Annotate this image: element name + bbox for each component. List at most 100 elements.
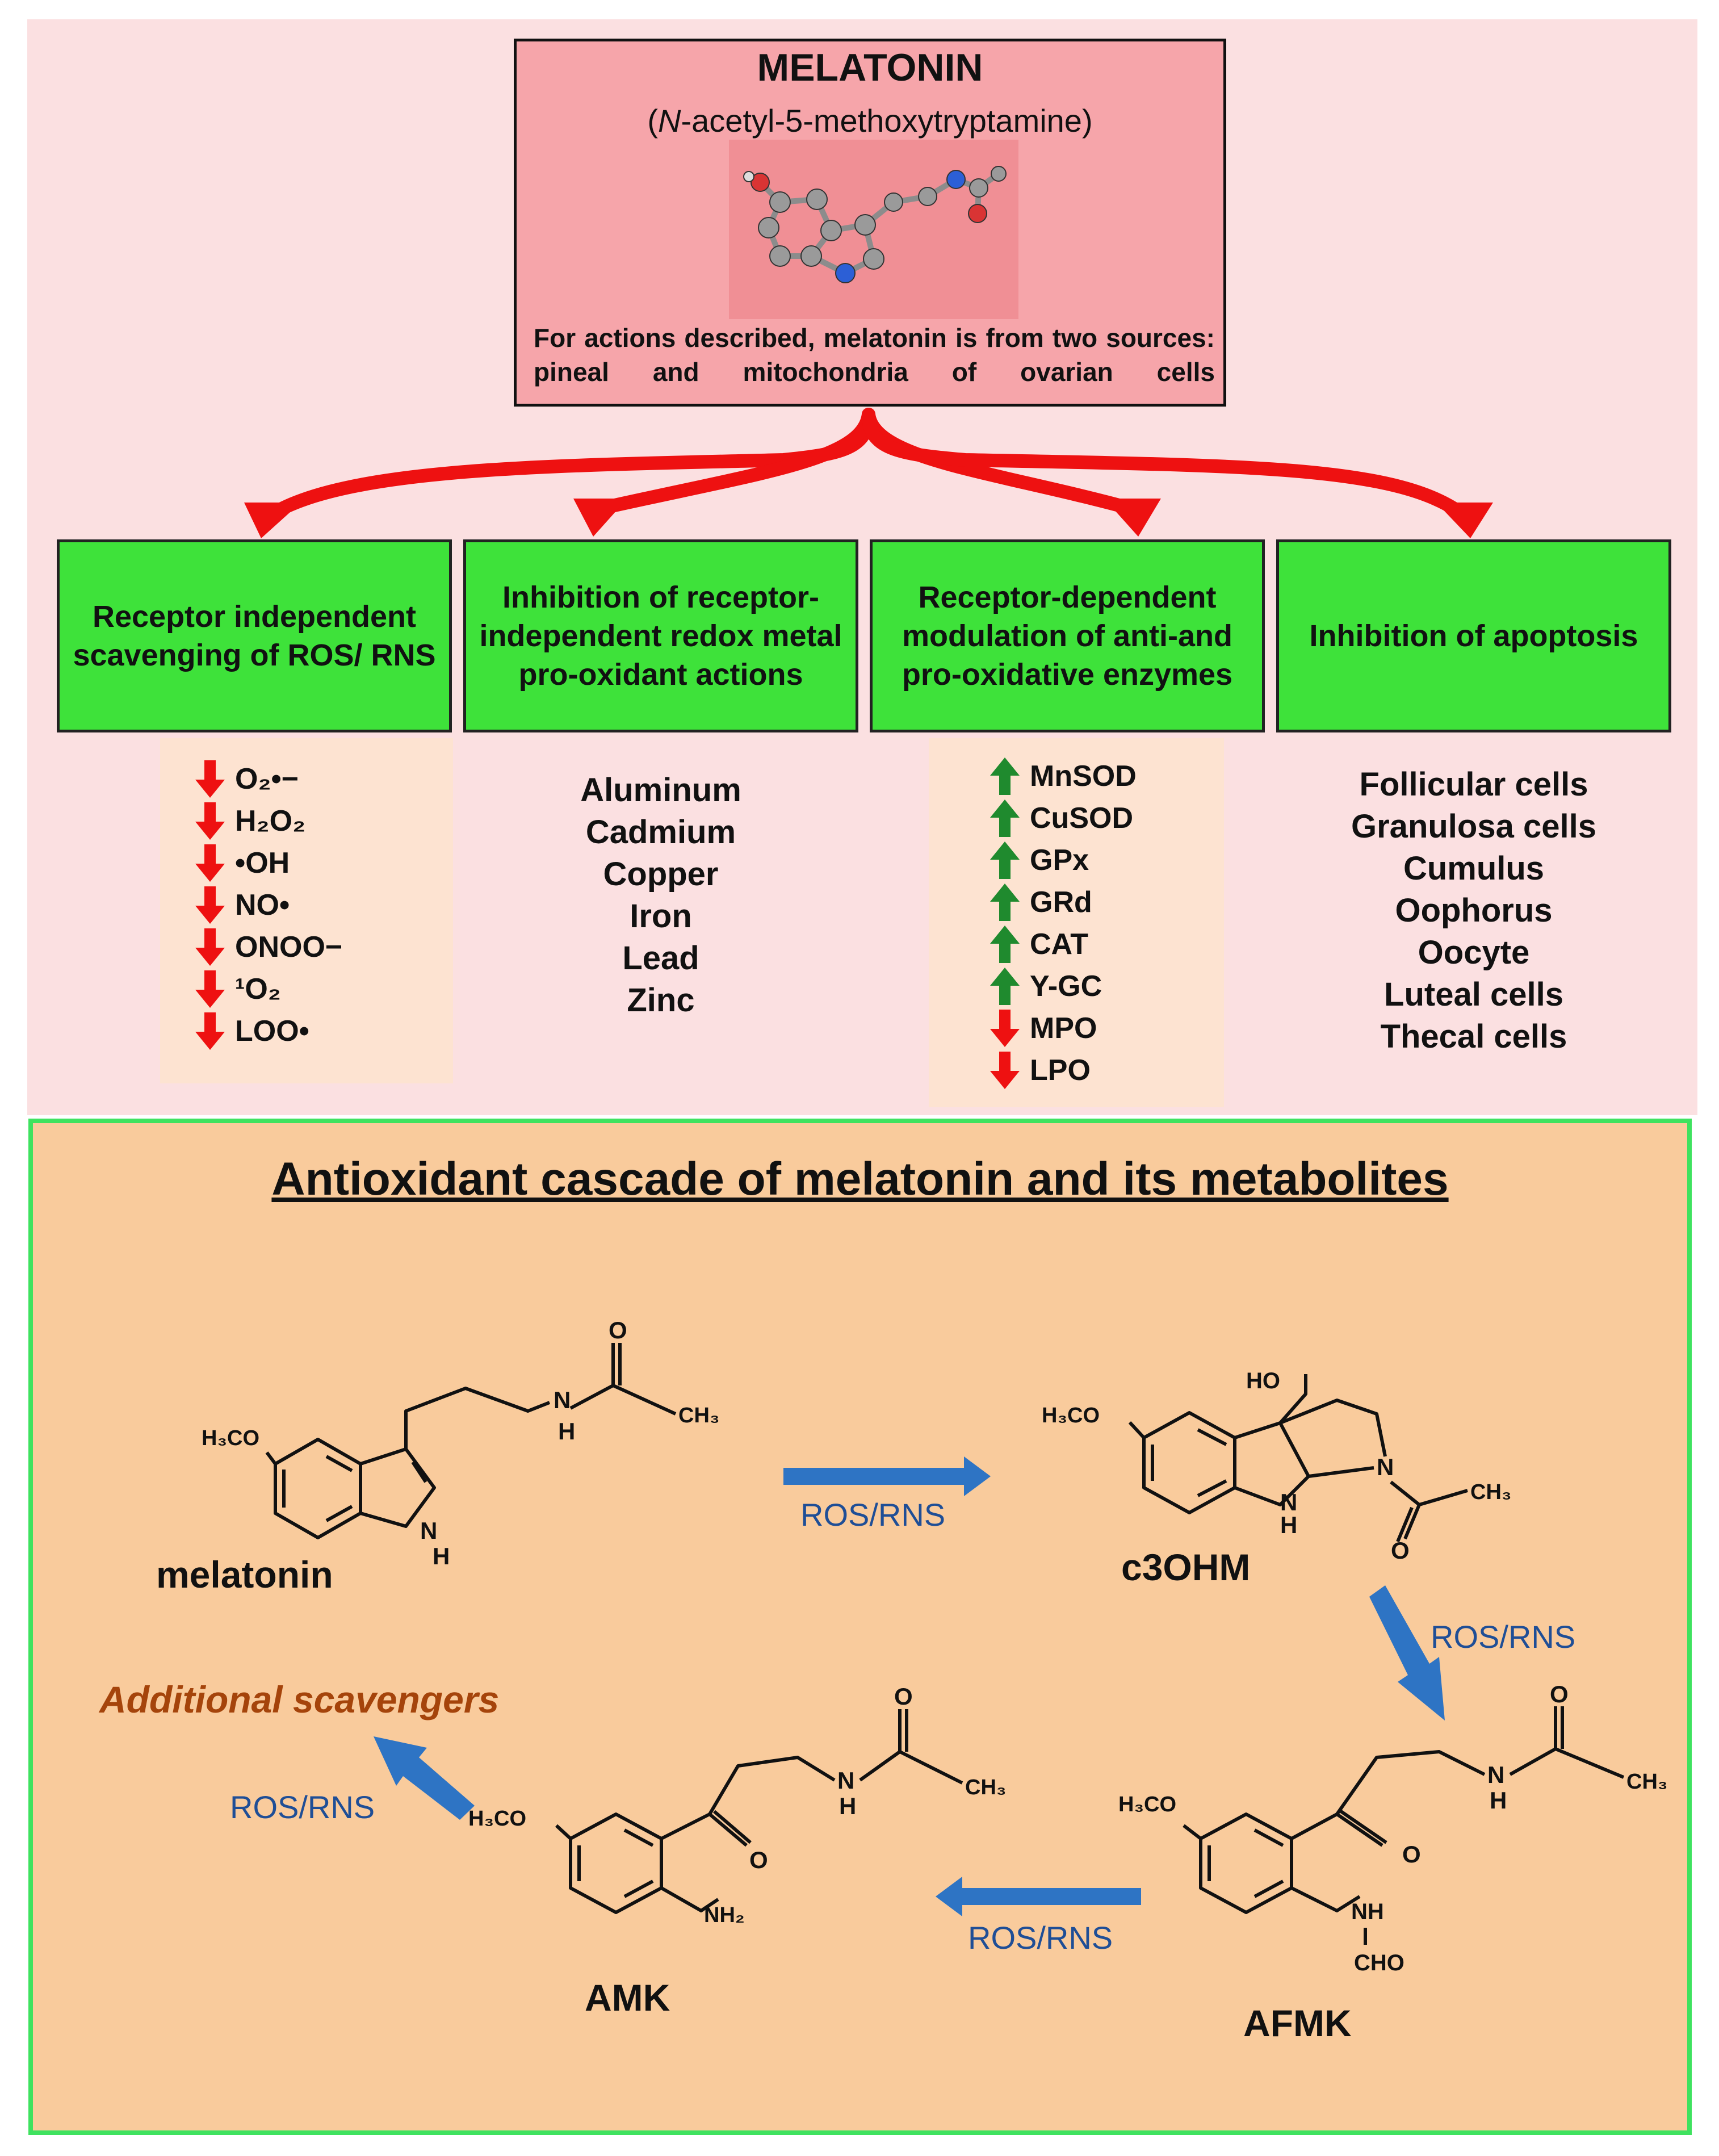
melatonin-pyrrole-ring	[360, 1447, 436, 1528]
arrow-melatonin-to-c3ohm	[783, 1456, 991, 1496]
amk-methoxy-label: H₃CO	[468, 1807, 526, 1831]
enzyme-list: MnSOD CuSOD GPx GRd CAT Y-GC MPO LPO	[988, 755, 1137, 1091]
antioxidant-cascade-panel	[28, 1119, 1692, 2135]
ros-item: ONOO−	[193, 926, 342, 968]
compound-label-melatonin: melatonin	[156, 1554, 333, 1596]
enzyme-item: CuSOD	[988, 797, 1137, 839]
increase-arrow-shape	[990, 757, 1020, 795]
step-label-3: ROS/RNS	[968, 1920, 1113, 1956]
c3ohm-hydroxyl-label: HO	[1246, 1368, 1280, 1393]
increase-arrow-shape	[990, 968, 1020, 1005]
ros-item-label: •OH	[235, 847, 290, 880]
branching-arrows	[244, 408, 1493, 538]
melatonin-methoxy-label: H₃CO	[202, 1426, 259, 1450]
afmk-amide-h-label: H	[1490, 1787, 1507, 1814]
cell-item: Granulosa cells	[1351, 808, 1596, 845]
afmk-formamide-nh-label: NH	[1351, 1899, 1384, 1924]
melatonin-indole-n-label: N	[420, 1517, 437, 1544]
increase-arrow-icon	[990, 926, 1020, 963]
compound-label-c3ohm: c3OHM	[1121, 1546, 1251, 1588]
ros-item-label: ONOO−	[235, 931, 343, 964]
afmk-amide-n-label: N	[1487, 1761, 1504, 1788]
increase-arrow-icon	[990, 799, 1020, 837]
compound-label-amk: AMK	[585, 1977, 670, 2019]
enzyme-item-label: CuSOD	[1030, 802, 1133, 835]
cell-item: Oocyte	[1418, 934, 1530, 971]
increase-arrow-shape	[990, 799, 1020, 837]
cell-type-list: Follicular cells Granulosa cells Cumulus…	[1276, 764, 1671, 1058]
melatonin-title: MELATONIN	[757, 46, 983, 89]
enzyme-item: MPO	[988, 1007, 1137, 1049]
melatonin-benzene-ring	[274, 1438, 362, 1539]
metal-item: Cadmium	[585, 814, 736, 851]
amk-amine-label: NH₂	[704, 1903, 745, 1927]
amk-methyl-label: CH₃	[965, 1776, 1006, 1799]
melatonin-carbonyl-o-label: O	[609, 1317, 627, 1343]
increase-arrow-shape	[990, 842, 1020, 879]
melatonin-chemical-name: (N-acetyl-5-methoxytryptamine)	[647, 103, 1093, 139]
step-label-1: ROS/RNS	[800, 1497, 946, 1533]
enzyme-item: Y-GC	[988, 965, 1137, 1007]
decrease-arrow-shape	[195, 844, 225, 882]
increase-arrow-icon	[990, 884, 1020, 921]
decrease-arrow-shape	[195, 886, 225, 924]
action-title-apoptosis: Inhibition of apoptosis	[1309, 619, 1638, 653]
ros-item: NO•	[193, 884, 342, 926]
melatonin-source-note: For actions described, melatonin is from…	[534, 323, 1215, 387]
action-title-scavenging: Receptor independent scavenging of ROS/ …	[73, 600, 436, 672]
action-box-apoptosis: Inhibition of apoptosis	[1276, 539, 1671, 732]
decrease-arrow-icon	[195, 886, 225, 924]
c3ohm-carbonyl-o-label: O	[1391, 1537, 1410, 1564]
enzyme-item-label: Y-GC	[1030, 970, 1102, 1003]
ros-item-label: LOO•	[235, 1015, 309, 1048]
afmk-formyl-label: CHO	[1354, 1950, 1404, 1975]
arrow-afmk-to-amk	[936, 1877, 1141, 1916]
cell-item: Thecal cells	[1380, 1018, 1567, 1055]
increase-arrow-icon	[990, 757, 1020, 795]
enzyme-item-label: MPO	[1030, 1012, 1097, 1045]
amk-ketone-o-label: O	[749, 1847, 768, 1873]
cell-item: Cumulus	[1403, 850, 1545, 887]
decrease-arrow-shape	[990, 1010, 1020, 1047]
melatonin-indole-h-label: H	[433, 1543, 450, 1569]
decrease-arrow-icon	[195, 970, 225, 1008]
step-label-4: ROS/RNS	[230, 1789, 375, 1825]
melatonin-amide-h-label: H	[558, 1418, 575, 1445]
melatonin-methyl-label: CH₃	[678, 1404, 719, 1427]
arrow-amk-to-additional	[374, 1736, 475, 1820]
chemical-name-italic-prefix: N	[658, 103, 681, 139]
decrease-arrow-icon	[195, 1012, 225, 1050]
ros-item-label: NO•	[235, 889, 290, 922]
amk-amide-n-label: N	[837, 1767, 854, 1794]
decrease-arrow-shape	[990, 1052, 1020, 1089]
metal-item: Iron	[630, 898, 692, 935]
cascade-title: Antioxidant cascade of melatonin and its…	[271, 1153, 1449, 1205]
enzyme-item-label: GPx	[1030, 844, 1089, 877]
enzyme-item-label: CAT	[1030, 928, 1089, 961]
afmk-carbonyl-o-label: O	[1550, 1681, 1569, 1707]
enzyme-item-label: LPO	[1030, 1054, 1091, 1087]
ros-item: O₂•−	[193, 758, 342, 800]
amk-carbonyl-o-label: O	[894, 1683, 913, 1710]
ros-item: H₂O₂	[193, 800, 342, 842]
ros-item: LOO•	[193, 1010, 342, 1052]
ros-item: ¹O₂	[193, 968, 342, 1010]
decrease-arrow-icon	[195, 802, 225, 840]
decrease-arrow-shape	[195, 760, 225, 798]
melatonin-amide-n-label: N	[554, 1387, 571, 1413]
increase-arrow-shape	[990, 926, 1020, 963]
increase-arrow-icon	[990, 842, 1020, 879]
enzyme-list-background	[929, 738, 1224, 1107]
ros-item: •OH	[193, 842, 342, 884]
metal-list: Aluminum Cadmium Copper Iron Lead Zinc	[463, 769, 858, 1022]
c3ohm-indoline-h-label: H	[1280, 1512, 1297, 1538]
chemical-name-rest: -acetyl-5-methoxytryptamine	[681, 103, 1082, 139]
decrease-arrow-icon	[195, 844, 225, 882]
cell-item: Luteal cells	[1384, 976, 1563, 1013]
afmk-benzene-ring	[1199, 1812, 1293, 1914]
decrease-arrow-shape	[195, 1012, 225, 1050]
afmk-ketone-o-label: O	[1402, 1841, 1421, 1868]
step-label-2: ROS/RNS	[1431, 1619, 1576, 1655]
enzyme-item: MnSOD	[988, 755, 1137, 797]
